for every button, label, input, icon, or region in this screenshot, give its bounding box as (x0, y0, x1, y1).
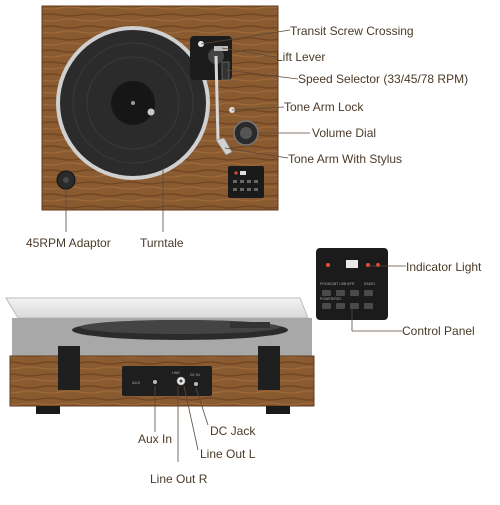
label-turntable: Turntale (140, 236, 184, 250)
leader-lines (65, 29, 406, 462)
spindle (131, 101, 135, 105)
label-dc-jack: DC Jack (210, 424, 256, 438)
back-line-tag: LINE (172, 371, 180, 375)
top-view (41, 5, 279, 211)
back-aux-tag: AUX (132, 380, 141, 385)
label-line-out-l: Line Out L (200, 447, 256, 461)
label-volume-dial: Volume Dial (312, 126, 377, 140)
label-control-panel: Control Panel (402, 324, 475, 338)
label-speed-selector: Speed Selector (33/45/78 RPM) (298, 72, 469, 86)
side-view: AUX DC 5V LINE (5, 297, 315, 414)
left-hinge (58, 346, 80, 390)
label-transit-screw: Transit Screw Crossing (290, 24, 414, 38)
label-tone-arm-lock: Tone Arm Lock (284, 100, 364, 114)
right-hinge (258, 346, 280, 390)
tone-arm (214, 55, 220, 141)
label-indicator-light: Indicator Light (406, 260, 482, 274)
dc-jack-port (194, 382, 198, 386)
speed-selector (221, 61, 230, 81)
back-io-panel (122, 366, 212, 396)
lift-lever (214, 46, 228, 51)
label-lift-lever: Lift Lever (276, 50, 326, 64)
back-dc-tag: DC 5V (190, 373, 201, 377)
panel-tag-bottom: POWER/REC (320, 297, 342, 301)
label-45rpm-adaptor: 45RPM Adaptor (26, 236, 111, 250)
label-aux-in: Aux In (138, 432, 173, 446)
label-tone-arm-stylus: Tone Arm With Stylus (288, 152, 403, 166)
aux-in-port (153, 380, 157, 384)
line-out-r-port (179, 379, 183, 383)
panel-tag-left: PHONO/BT USB APR (320, 282, 355, 286)
label-line-out-r: Line Out R (150, 472, 208, 486)
panel-tag-right: RADIO (364, 282, 375, 286)
